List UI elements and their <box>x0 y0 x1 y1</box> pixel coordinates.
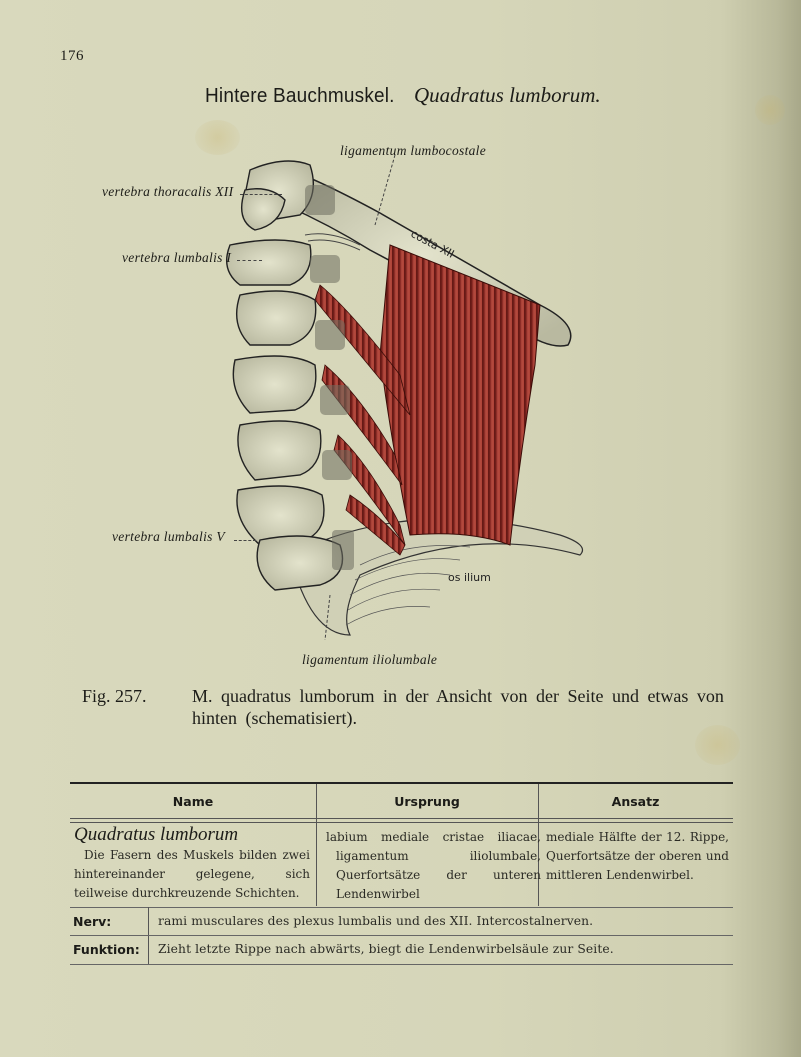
nerv-text: rami musculares des plexus lumbalis und … <box>158 914 594 928</box>
header-ansatz: Ansatz <box>611 793 660 809</box>
anatomical-illustration: costa XII os ilium <box>110 135 670 675</box>
leader-line <box>237 260 262 261</box>
funktion-label: Funktion: <box>73 942 140 957</box>
page-number: 176 <box>60 48 84 64</box>
cell-name: Quadratus lumborum Die Fasern des Muskel… <box>74 823 310 903</box>
leader-line <box>240 194 282 195</box>
leader-line <box>234 540 256 541</box>
label-ligamentum-iliolumbale: ligamentum iliolumbale <box>302 652 438 667</box>
page-title: Hintere Bauchmuskel. Quadratus lumborum. <box>0 82 801 108</box>
cell-ursprung: labium mediale cristae iliacae, ligament… <box>326 830 541 901</box>
cell-ansatz: mediale Hälfte der 12. Rippe, Querfortsä… <box>546 830 729 882</box>
row-divider <box>70 935 733 936</box>
table-bottom-rule <box>70 964 733 965</box>
muscle-description: Die Fasern des Muskels bilden zwei hinte… <box>74 848 310 900</box>
page-title-italic: Quadratus lumborum. <box>413 83 601 107</box>
label-ligamentum-lumbocostale: ligamentum lumbocostale <box>340 143 487 158</box>
page-title-roman: Hintere Bauchmuskel. <box>205 85 395 107</box>
figure-number: Fig. 257. <box>82 686 147 706</box>
paper-stain <box>755 95 785 125</box>
os-ilium-label: os ilium <box>448 571 491 584</box>
row-divider <box>70 907 733 908</box>
paper-stain <box>695 725 740 765</box>
header-ursprung: Ursprung <box>394 793 460 809</box>
funktion-text: Zieht letzte Rippe nach abwärts, biegt d… <box>158 942 614 956</box>
figure-caption: Fig. 257. M. quadratus lumborum in der An… <box>82 685 732 729</box>
muscle-name: Quadratus lumborum <box>74 824 239 845</box>
label-vertebra-thoracalis-xii: vertebra thoracalis XII <box>102 184 234 199</box>
nerv-label: Nerv: <box>73 914 112 929</box>
caption-line-1: M. quadratus lumborum in der Ansicht von… <box>192 686 724 706</box>
caption-line-2: hinten (schematisiert). <box>192 708 357 728</box>
header-name: Name <box>172 793 214 809</box>
column-divider <box>316 784 317 906</box>
spine-muscle-drawing: costa XII os ilium <box>226 154 584 641</box>
paper-stain <box>195 120 240 155</box>
column-divider <box>538 784 539 906</box>
label-vertebra-lumbalis-v: vertebra lumbalis V <box>112 529 225 544</box>
header-double-rule <box>70 818 733 823</box>
label-vertebra-lumbalis-i: vertebra lumbalis I <box>122 250 232 265</box>
table-top-rule <box>70 782 733 784</box>
